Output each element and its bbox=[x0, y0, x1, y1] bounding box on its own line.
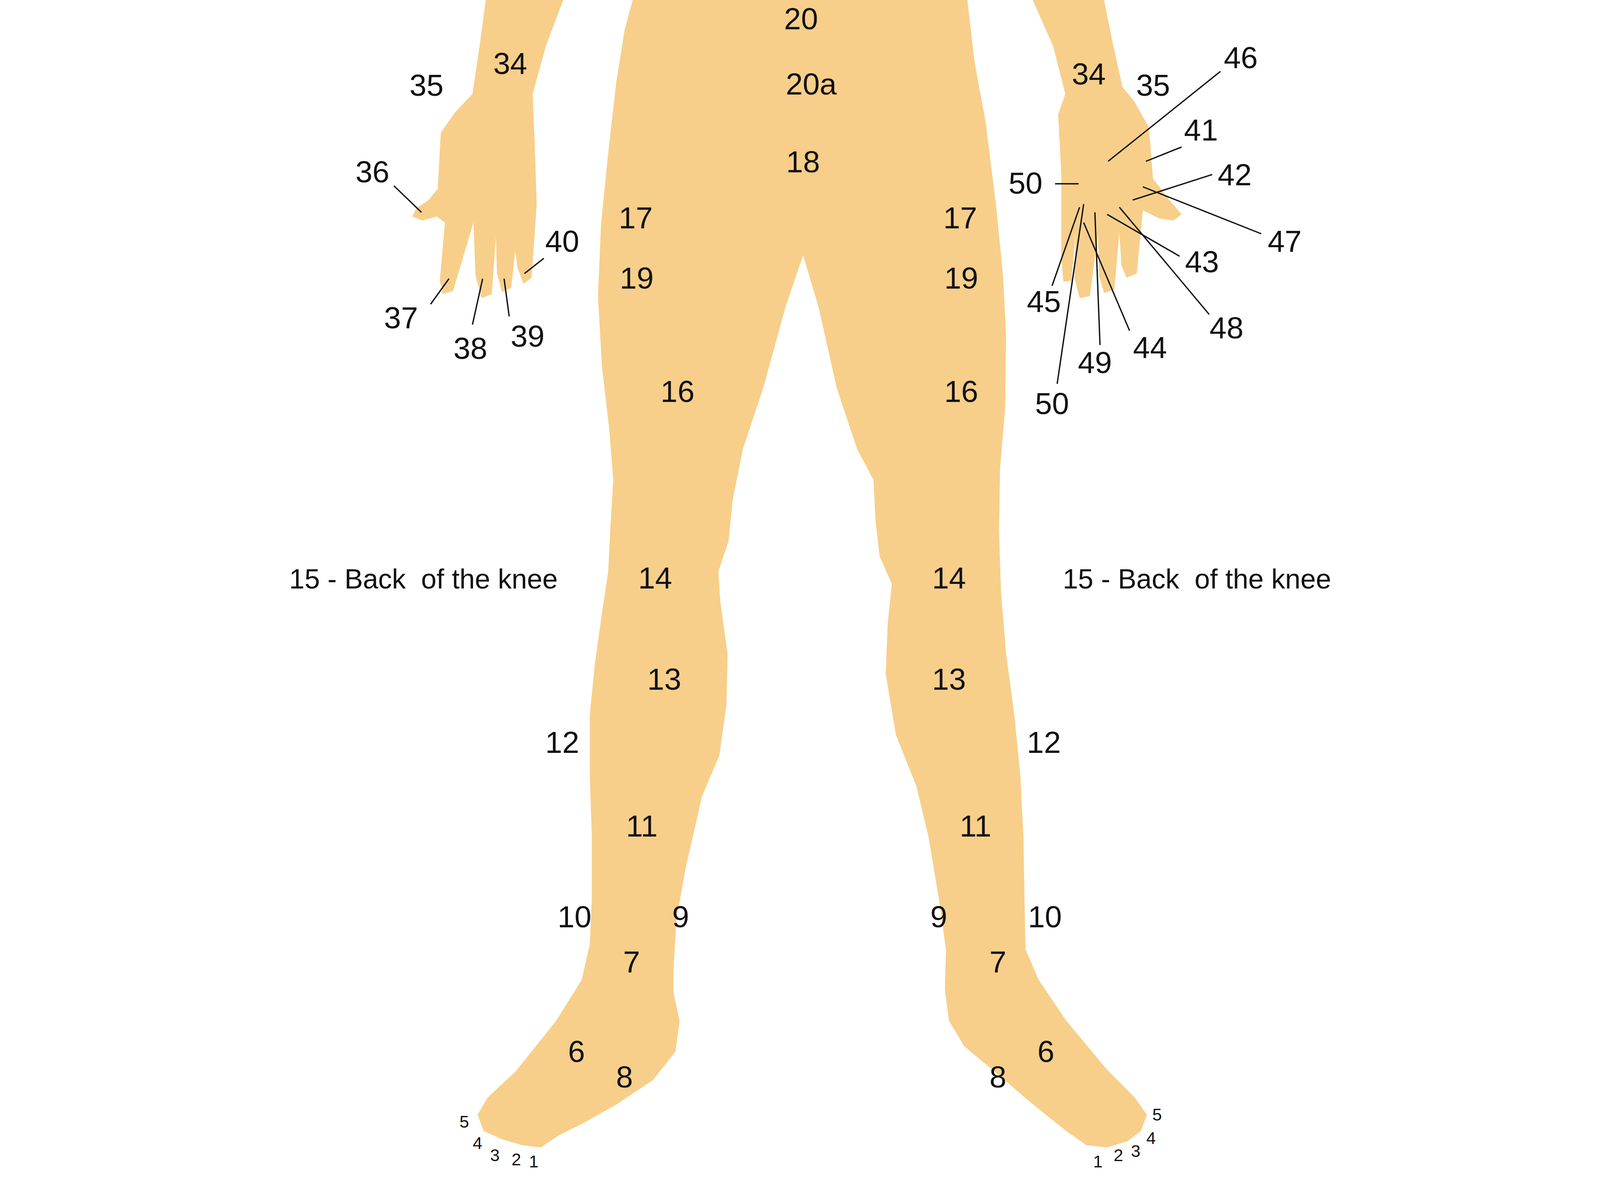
callout-number: 16 bbox=[660, 375, 695, 407]
callout-number: 17 bbox=[618, 201, 653, 233]
hand-callout-number: 48 bbox=[1209, 312, 1244, 343]
callout-number: 8 bbox=[989, 1061, 1007, 1092]
hand-callout-number: 38 bbox=[453, 332, 488, 364]
callout-number: 6 bbox=[1037, 1035, 1055, 1067]
callout-number: 9 bbox=[930, 901, 948, 932]
region-note: 15 - Back of the knee bbox=[289, 564, 558, 593]
hand-callout-number: 46 bbox=[1223, 41, 1258, 73]
leader-line bbox=[1083, 222, 1130, 331]
callout-number: 17 bbox=[943, 201, 977, 233]
left-hand-silhouette bbox=[412, 0, 564, 299]
hand-callout-number: 42 bbox=[1217, 159, 1252, 190]
callout-number: 14 bbox=[638, 562, 673, 593]
hand-callout-number: 37 bbox=[383, 301, 418, 333]
hand-callout-number: 36 bbox=[355, 155, 390, 187]
hand-callout-number: 34 bbox=[493, 48, 527, 79]
leader-line bbox=[1145, 146, 1182, 162]
leader-line bbox=[1142, 186, 1262, 234]
callout-number: 11 bbox=[959, 810, 992, 841]
callout-number: 18 bbox=[786, 145, 821, 177]
leader-line bbox=[1052, 207, 1080, 286]
hand-callout-number: 50 bbox=[1035, 387, 1069, 419]
leader-line bbox=[503, 278, 509, 317]
toe-number: 3 bbox=[1130, 1142, 1141, 1160]
toe-number: 5 bbox=[1152, 1105, 1163, 1123]
toe-number: 2 bbox=[1113, 1146, 1124, 1164]
callout-number: 6 bbox=[567, 1035, 586, 1067]
hand-callout-number: 34 bbox=[1071, 58, 1106, 89]
hand-callout-number: 49 bbox=[1078, 347, 1112, 378]
toe-number: 2 bbox=[511, 1150, 522, 1168]
hand-callout-number: 50 bbox=[1008, 167, 1043, 198]
toe-number: 5 bbox=[459, 1112, 470, 1130]
toe-number: 4 bbox=[1146, 1129, 1156, 1147]
leader-line bbox=[524, 258, 544, 274]
right-hand-silhouette bbox=[1032, 0, 1182, 299]
callout-number: 10 bbox=[1027, 901, 1062, 932]
callout-number: 14 bbox=[932, 562, 967, 593]
callout-number: 13 bbox=[647, 663, 682, 694]
callout-number: 12 bbox=[545, 726, 580, 757]
callout-number: 8 bbox=[615, 1061, 634, 1092]
toe-number: 4 bbox=[472, 1134, 483, 1152]
callout-number: 7 bbox=[623, 945, 641, 977]
hand-callout-number: 35 bbox=[409, 69, 444, 100]
leader-line bbox=[430, 278, 450, 305]
callout-number: 7 bbox=[989, 945, 1007, 977]
callout-number: 19 bbox=[619, 262, 654, 293]
hand-callout-number: 43 bbox=[1185, 245, 1220, 277]
leader-line bbox=[1055, 183, 1079, 185]
hand-callout-number: 35 bbox=[1136, 69, 1171, 100]
callout-number: 12 bbox=[1027, 726, 1061, 757]
hand-callout-number: 45 bbox=[1027, 285, 1061, 317]
toe-number: 1 bbox=[529, 1152, 539, 1170]
callout-number: 11 bbox=[626, 810, 658, 841]
legs-silhouette bbox=[477, 0, 1148, 1148]
hand-callout-number: 47 bbox=[1267, 225, 1302, 256]
hand-callout-number: 41 bbox=[1183, 114, 1218, 145]
callout-number: 9 bbox=[672, 901, 690, 932]
leader-line bbox=[1094, 212, 1100, 346]
leader-lines bbox=[393, 71, 1262, 384]
callout-number: 16 bbox=[944, 375, 979, 407]
region-note: 15 - Back of the knee bbox=[1062, 564, 1332, 593]
callout-number: 20a bbox=[785, 68, 837, 100]
callout-number: 20 bbox=[784, 2, 818, 34]
callout-number: 13 bbox=[932, 663, 967, 694]
hand-callout-number: 39 bbox=[510, 320, 545, 351]
leader-line bbox=[472, 278, 483, 325]
callout-number: 10 bbox=[557, 901, 592, 932]
toe-number: 3 bbox=[490, 1146, 500, 1164]
leader-line bbox=[393, 185, 422, 213]
hand-callout-number: 44 bbox=[1132, 331, 1167, 363]
hand-callout-number: 40 bbox=[545, 225, 580, 256]
callout-number: 19 bbox=[944, 262, 979, 293]
toe-number: 1 bbox=[1093, 1152, 1103, 1170]
